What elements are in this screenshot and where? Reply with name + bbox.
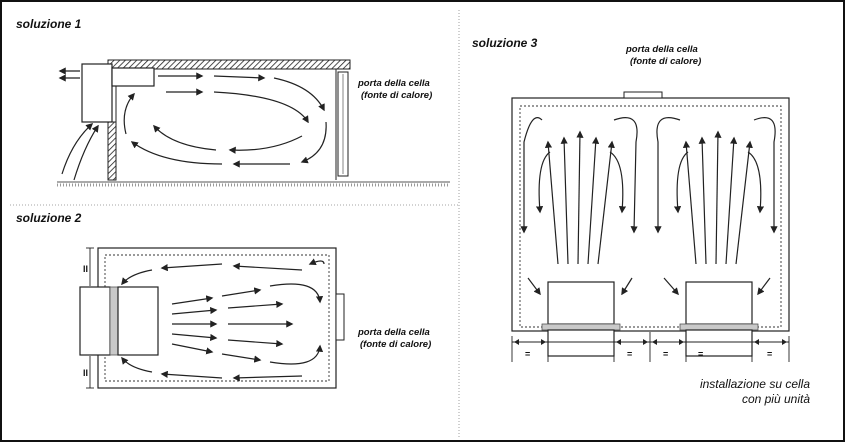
dimension-line bbox=[511, 332, 790, 362]
solution-1-panel: soluzione 1 porta della cella bbox=[16, 17, 450, 187]
dimension-label-top: II bbox=[83, 264, 88, 274]
solution-2-title: soluzione 2 bbox=[16, 211, 82, 225]
cooling-unit bbox=[81, 63, 113, 123]
flow-left-up bbox=[123, 92, 135, 135]
solution-1-title: soluzione 1 bbox=[16, 17, 82, 31]
flow-top-2 bbox=[213, 74, 266, 82]
flow-bottom-2 bbox=[130, 141, 223, 165]
solution-3-door-label-2: (fonte di calore) bbox=[630, 56, 701, 67]
unit-2-evaporator bbox=[685, 281, 753, 325]
return-flow-top-3 bbox=[121, 269, 153, 286]
dimension-mark-1: = bbox=[525, 349, 530, 359]
solution-1-door-label-2: (fonte di calore) bbox=[361, 90, 432, 101]
unit-1-return-right bbox=[613, 117, 638, 234]
dimension-mark-3: = bbox=[663, 349, 668, 359]
flow-inner-3 bbox=[228, 135, 303, 154]
unit-2-separator bbox=[679, 323, 759, 331]
solution-3-caption-1: installazione su cella bbox=[700, 377, 810, 391]
flow-right-down bbox=[273, 77, 325, 112]
dimension-label-bottom: II bbox=[83, 368, 88, 378]
unit-evaporator bbox=[117, 286, 159, 356]
unit-1-condenser bbox=[547, 329, 615, 357]
solution-3-panel: soluzione 3 porta della cella (fonte di … bbox=[472, 36, 810, 406]
unit-2-condenser bbox=[685, 329, 753, 357]
solution-3-caption-2: con più unità bbox=[742, 392, 810, 406]
return-flow-top-1 bbox=[232, 262, 303, 271]
intake-arrow-1 bbox=[61, 123, 94, 175]
room-inner-dashed bbox=[519, 105, 782, 328]
unit-1-evaporator bbox=[547, 281, 615, 325]
cell-wall-left bbox=[107, 121, 117, 181]
unit-evaporator bbox=[111, 67, 155, 87]
return-flow-bottom-right bbox=[269, 344, 324, 365]
return-flow-top-right bbox=[269, 283, 324, 304]
unit-2-return-left bbox=[654, 117, 681, 234]
solution-2-door-label-2: (fonte di calore) bbox=[360, 339, 431, 350]
solution-1-door-label-1: porta della cella bbox=[357, 78, 430, 89]
unit-separator bbox=[109, 286, 119, 356]
return-flow-bottom-1 bbox=[232, 374, 303, 382]
flow-right-lower bbox=[300, 121, 327, 164]
solution-3-door-label-1: porta della cella bbox=[625, 44, 698, 55]
return-flow-bottom-2 bbox=[160, 370, 223, 379]
unit-1-separator bbox=[541, 323, 621, 331]
dimension-mark-5: = bbox=[767, 349, 772, 359]
cell-door bbox=[623, 91, 663, 99]
flow-inner-4 bbox=[153, 124, 217, 151]
return-flow-top-2 bbox=[160, 263, 223, 272]
solution-2-panel: soluzione 2 II II bbox=[16, 211, 431, 389]
unit-1-return-left bbox=[520, 117, 543, 234]
dimension-mark-4: = bbox=[698, 349, 703, 359]
flow-inner-2 bbox=[213, 91, 309, 124]
dimension-mark-2: = bbox=[627, 349, 632, 359]
cell-door bbox=[335, 293, 345, 341]
intake-arrow-2 bbox=[73, 124, 99, 181]
solution-2-door-label-1: porta della cella bbox=[357, 327, 430, 338]
cooling-unit bbox=[79, 286, 111, 356]
return-flow-bottom-3 bbox=[121, 356, 153, 373]
solution-3-title: soluzione 3 bbox=[472, 36, 538, 50]
unit-2-return-right bbox=[753, 117, 778, 234]
